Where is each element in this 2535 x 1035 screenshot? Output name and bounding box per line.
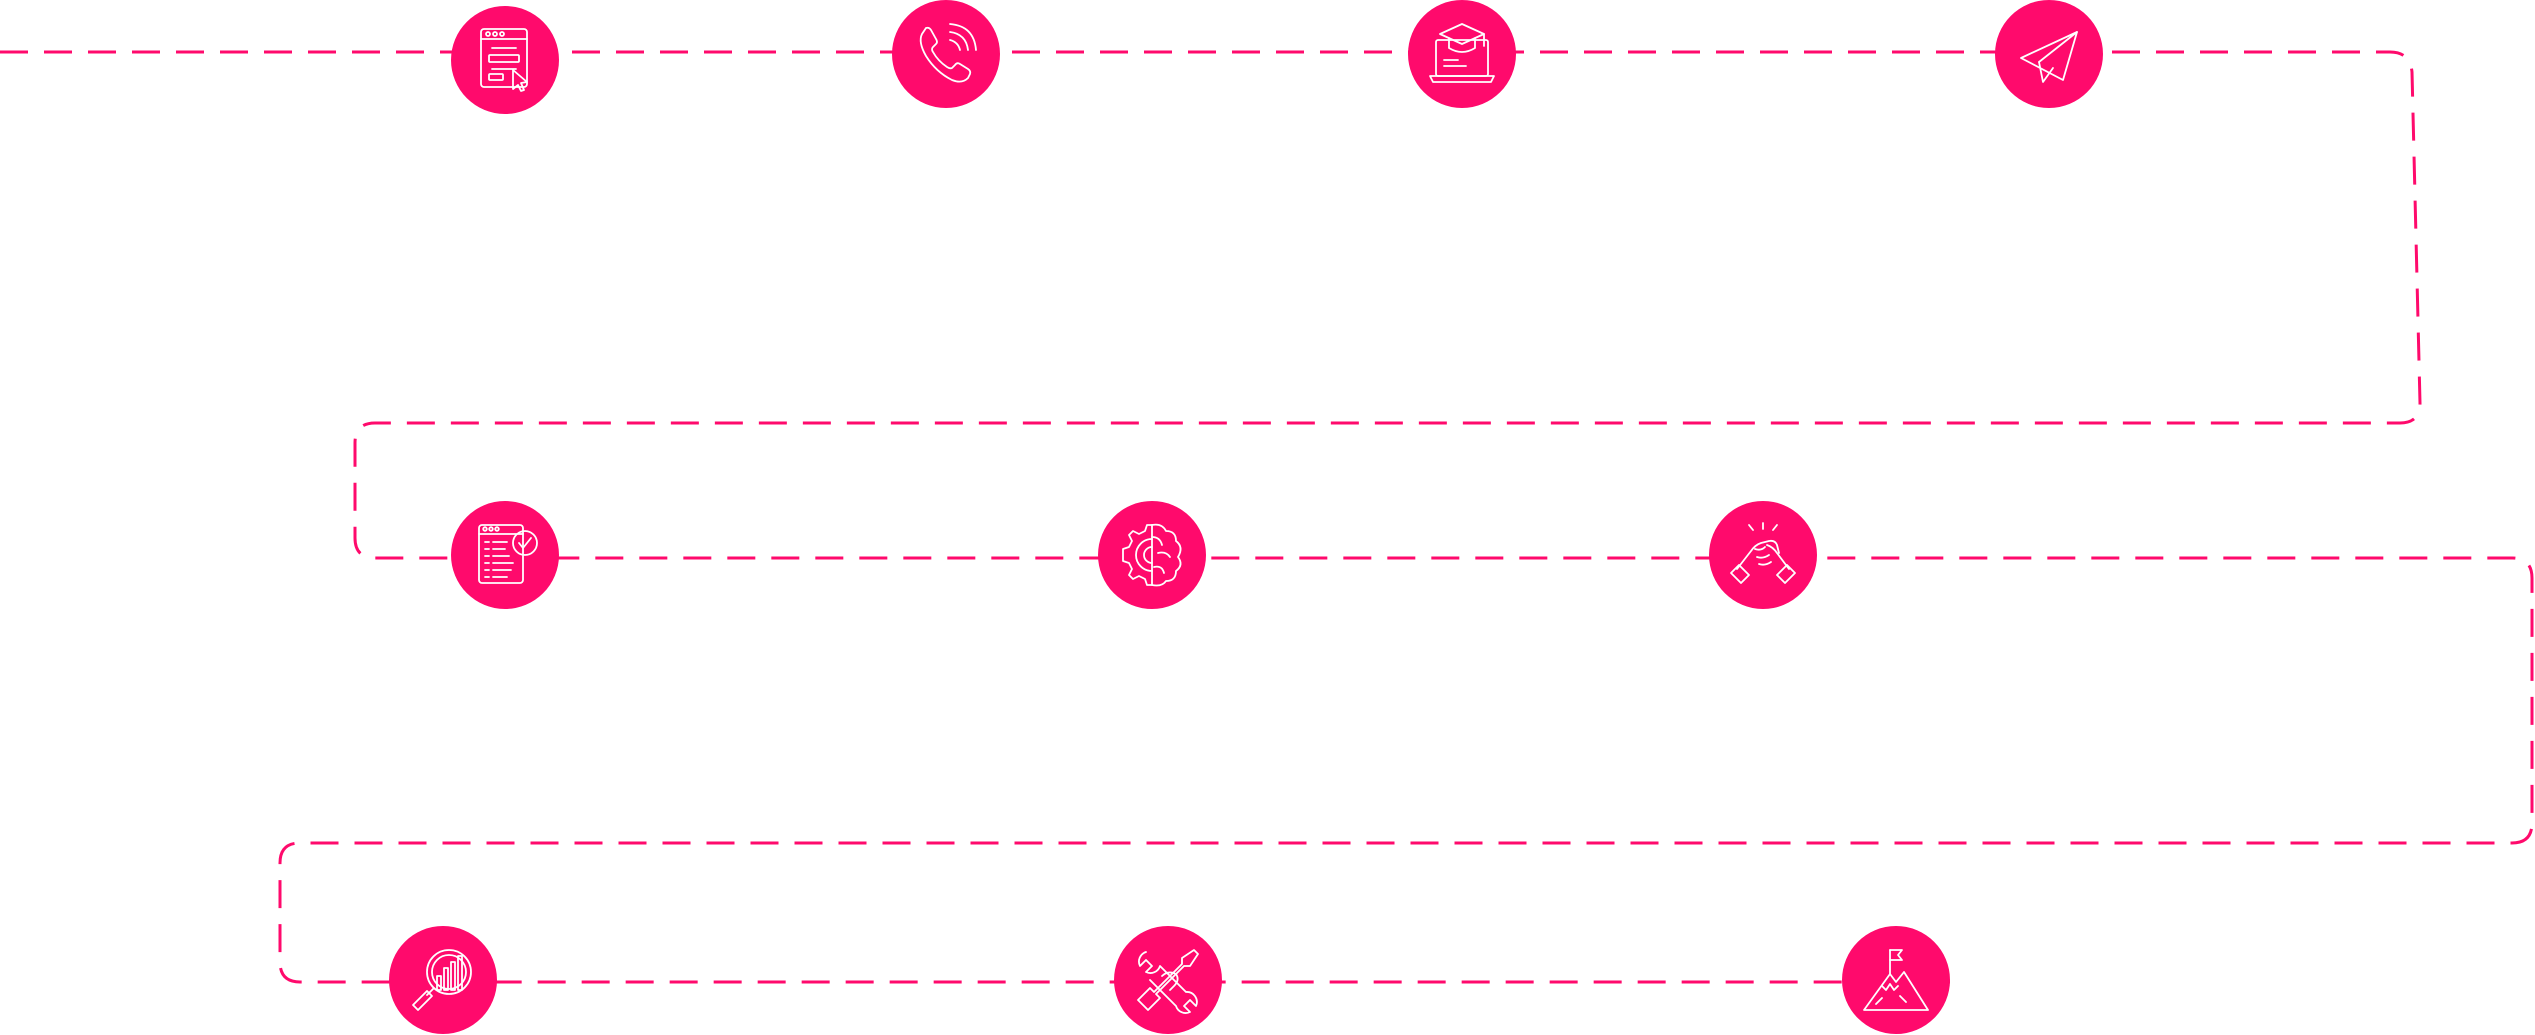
step-node-web-form[interactable] [451,6,559,114]
handshake-icon [1730,522,1796,584]
web-form-icon [480,28,528,92]
wrench-tools-icon [1137,949,1199,1014]
step-circle [451,6,559,114]
step-circle [389,926,497,1034]
step-node-online-education[interactable] [1408,0,1516,108]
step-circle [451,501,559,609]
checklist-document-icon [478,524,538,584]
paper-plane-icon [2020,31,2078,83]
step-node-checklist[interactable] [451,501,559,609]
step-node-send[interactable] [1995,0,2103,108]
step-node-phone-call[interactable] [892,0,1000,108]
step-circle [892,0,1000,108]
phone-call-icon [919,23,977,83]
gear-brain-icon [1122,523,1182,587]
dashed-roadmap-path [0,50,2534,984]
step-node-goal[interactable] [1842,926,1950,1034]
step-circle [1709,501,1817,609]
step-node-gear-brain[interactable] [1098,501,1206,609]
mountain-flag-icon [1863,949,1929,1011]
step-node-handshake[interactable] [1709,501,1817,609]
step-circle [1114,926,1222,1034]
step-circle [1842,926,1950,1034]
step-circle [1408,0,1516,108]
step-node-analytics[interactable] [389,926,497,1034]
analytics-magnifier-icon [412,949,472,1011]
online-education-laptop-icon [1429,23,1495,83]
step-node-tools[interactable] [1114,926,1222,1034]
